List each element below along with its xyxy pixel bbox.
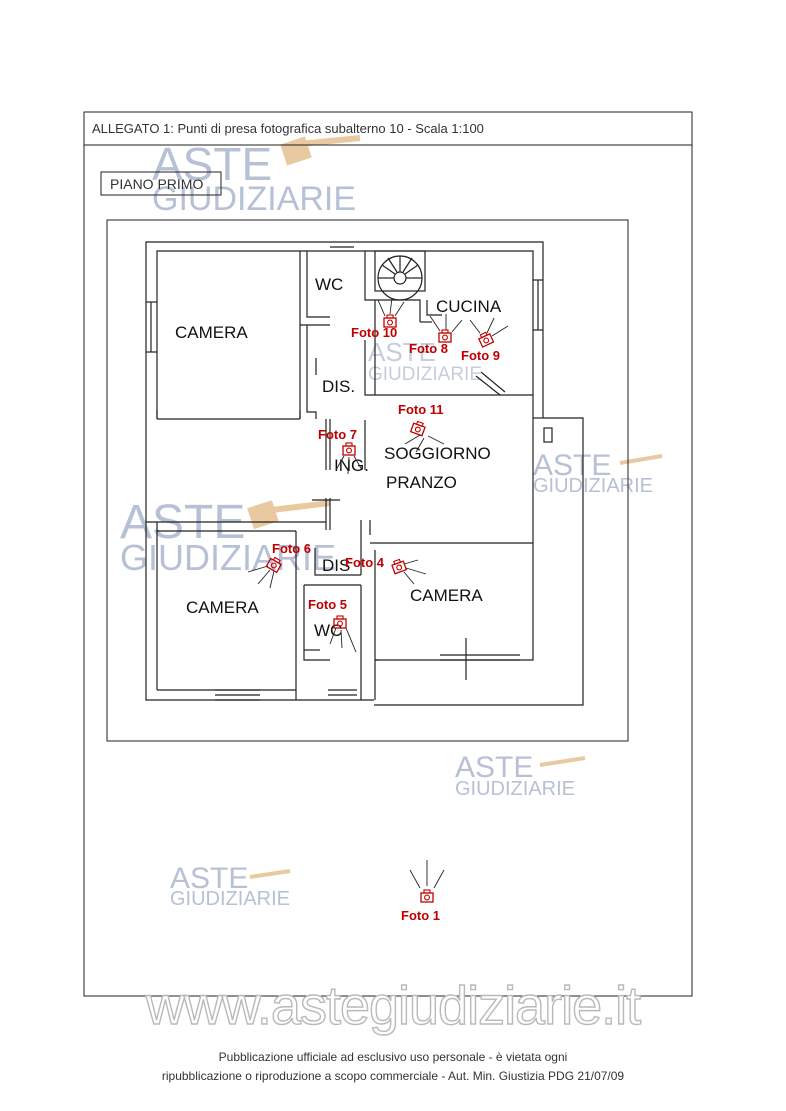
room-label-pranzo: PRANZO: [386, 473, 457, 492]
floor-label-box: PIANO PRIMO: [100, 171, 222, 196]
photo-label-foto8: Foto 8: [409, 341, 448, 356]
photo-label-foto7: Foto 7: [318, 427, 357, 442]
room-label-dis-bottom: DIS: [322, 556, 350, 575]
room-label-soggiorno: SOGGIORNO: [384, 444, 491, 463]
watermark-logo-right: ASTE GIUDIZIARIE: [533, 449, 663, 497]
room-label-camera-nw: CAMERA: [175, 323, 248, 342]
svg-text:ASTE: ASTE: [170, 862, 248, 895]
floor-plan-walls: [145, 241, 584, 706]
room-labels: CAMERA WC CUCINA DIS. ING. SOGGIORNO PRA…: [175, 275, 502, 640]
room-label-camera-sw: CAMERA: [186, 598, 259, 617]
svg-text:GIUDIZIARIE: GIUDIZIARIE: [120, 537, 336, 578]
watermark-logo-center: ASTE GIUDIZIARIE: [368, 337, 482, 385]
photo-label-foto1: Foto 1: [401, 908, 440, 923]
svg-text:GIUDIZIARIE: GIUDIZIARIE: [170, 888, 290, 910]
svg-text:ASTE: ASTE: [152, 138, 272, 190]
room-label-camera-se: CAMERA: [410, 586, 483, 605]
photo-label-foto4: Foto 4: [345, 555, 385, 570]
watermark-logo-lower-left: ASTE GIUDIZIARIE: [170, 862, 291, 910]
watermark-logos: ASTE GIUDIZIARIE ASTE GIUDIZIARIE ASTE G…: [120, 135, 663, 910]
watermark-logo-lower-right: ASTE GIUDIZIARIE: [455, 751, 586, 800]
svg-text:ASTE: ASTE: [533, 449, 611, 482]
room-label-ing: ING.: [334, 456, 369, 475]
photo-labels: Foto 10 Foto 8 Foto 9 Foto 11 Foto 7 Fot…: [272, 325, 500, 923]
svg-text:GIUDIZIARIE: GIUDIZIARIE: [533, 475, 653, 497]
sheet-frame: [83, 111, 693, 997]
site-watermark: www.astegiudiziarie.it: [145, 976, 641, 1036]
svg-text:GIUDIZIARIE: GIUDIZIARIE: [455, 778, 575, 800]
photo-label-foto6: Foto 6: [272, 541, 311, 556]
watermark-logo-left: ASTE GIUDIZIARIE: [120, 496, 336, 578]
camera-icon-foto4: [390, 557, 407, 575]
photo-label-foto9: Foto 9: [461, 348, 500, 363]
camera-icon-foto11: [410, 419, 427, 437]
photo-label-foto11: Foto 11: [398, 402, 444, 417]
room-label-dis-top: DIS.: [322, 377, 355, 396]
room-label-wc-top: WC: [315, 275, 343, 294]
camera-icon-foto1: [420, 889, 434, 903]
svg-text:ASTE: ASTE: [455, 751, 533, 784]
sheet-title: ALLEGATO 1: Punti di presa fotografica s…: [92, 121, 484, 136]
footer-line-2: ripubblicazione o riproduzione a scopo c…: [162, 1069, 625, 1083]
plan-frame: [106, 219, 629, 742]
footer-line-1: Pubblicazione ufficiale ad esclusivo uso…: [219, 1050, 568, 1064]
photo-sight-lines: [247, 297, 509, 889]
watermark-logo-top: ASTE GIUDIZIARIE: [152, 135, 361, 218]
photo-label-foto5: Foto 5: [308, 597, 347, 612]
svg-text:GIUDIZIARIE: GIUDIZIARIE: [152, 180, 356, 218]
room-label-wc-bottom: WC: [314, 621, 342, 640]
camera-icon-foto7: [342, 442, 356, 456]
photo-label-foto10: Foto 10: [351, 325, 397, 340]
camera-icon-foto9: [476, 330, 495, 348]
room-label-cucina: CUCINA: [436, 297, 502, 316]
floor-label: PIANO PRIMO: [110, 176, 203, 192]
svg-text:GIUDIZIARIE: GIUDIZIARIE: [368, 364, 482, 385]
svg-text:ASTE: ASTE: [368, 337, 436, 367]
